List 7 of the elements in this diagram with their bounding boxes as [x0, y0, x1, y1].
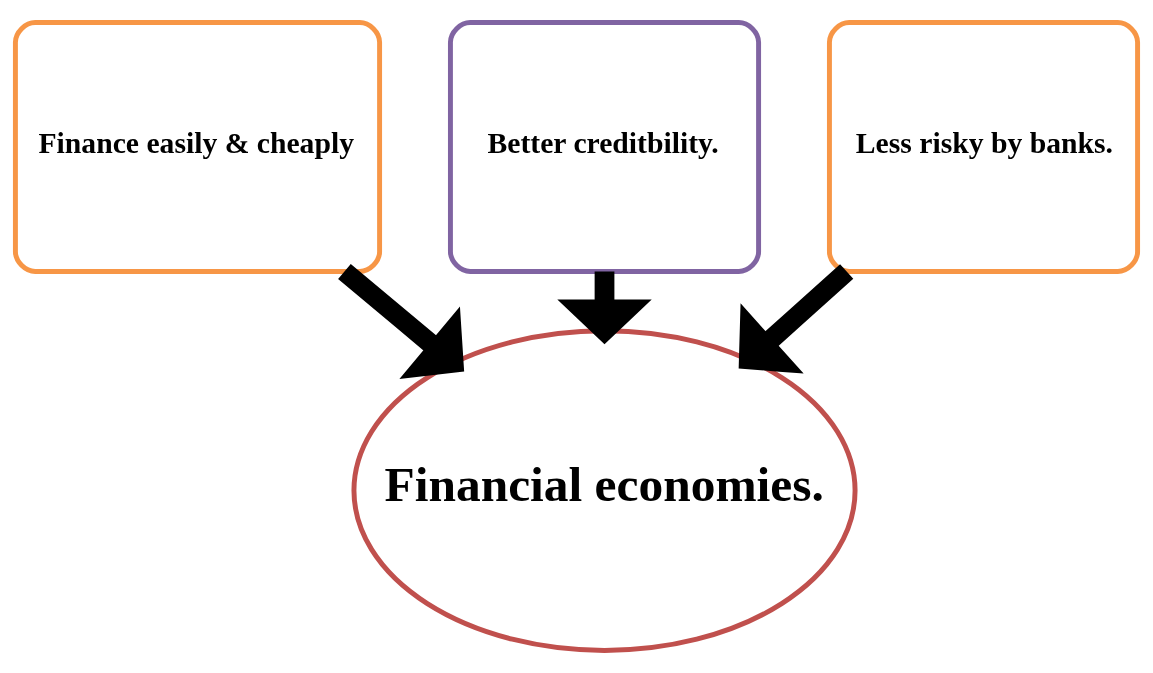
arrow: [738, 264, 854, 374]
node-ellipse: Financial economies.: [351, 328, 858, 653]
arrow: [557, 271, 652, 345]
node-box: Finance easily & cheaply: [12, 20, 383, 274]
arrow: [338, 263, 465, 379]
node-box: Better creditbility.: [447, 20, 762, 274]
node-box: Less risky by banks.: [826, 20, 1141, 274]
